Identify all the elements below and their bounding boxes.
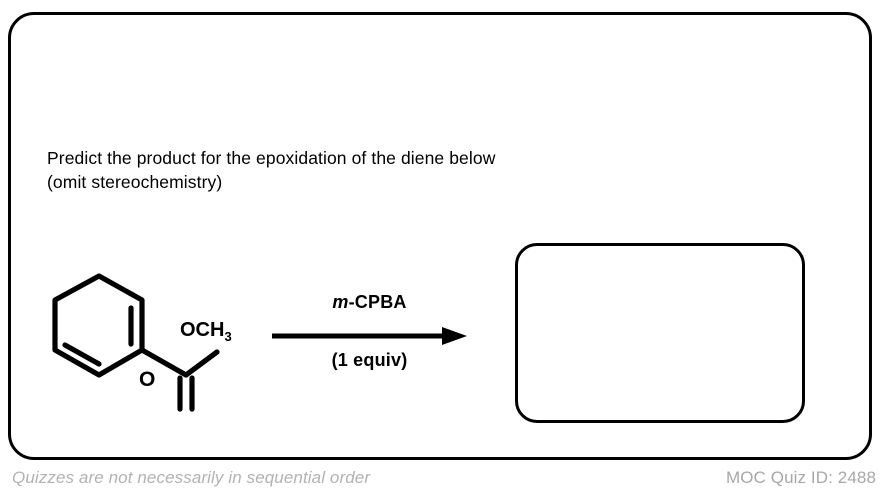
footer-note: Quizzes are not necessarily in sequentia… [12, 468, 371, 487]
footer: Quizzes are not necessarily in sequentia… [0, 466, 882, 500]
question-prompt: Predict the product for the epoxidation … [47, 148, 496, 192]
quiz-id-label: MOC Quiz ID: 2488 [725, 468, 876, 487]
answer-box[interactable] [515, 243, 805, 423]
